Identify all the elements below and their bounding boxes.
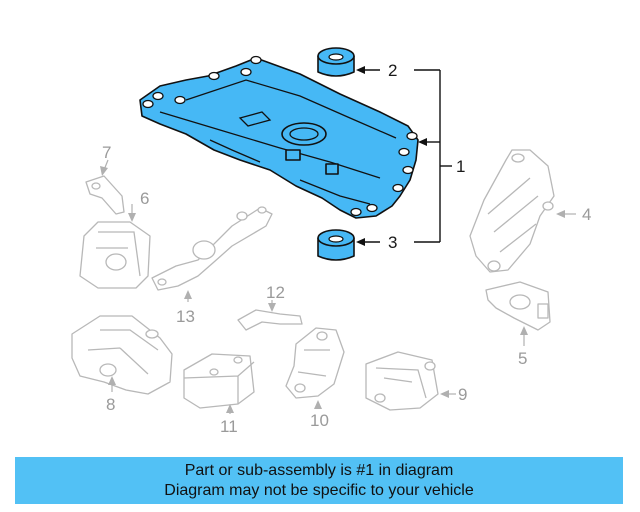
bushing-part-3[interactable] [317,229,355,261]
callout-9: 9 [458,385,467,404]
parts-diagram: 1 2 3 4 5 6 7 8 9 10 11 12 13 [71,47,591,436]
bracket-part-5[interactable] [485,281,551,346]
callout-4: 4 [582,205,591,224]
torque-arm-part-13[interactable] [151,206,273,302]
callout-7: 7 [102,143,111,162]
bracket-part-10[interactable] [285,327,345,409]
callout-6: 6 [140,189,149,208]
callout-1: 1 [456,157,465,176]
banner-line-1: Part or sub-assembly is #1 in diagram [184,461,454,479]
callout-8: 8 [106,395,115,414]
bushing-part-2[interactable] [317,47,355,77]
callout-10: 10 [310,411,329,430]
bracket-part-7[interactable] [85,159,125,215]
callout-11: 11 [220,417,238,436]
bracket-part-12[interactable] [237,300,303,331]
mount-part-4[interactable] [469,149,576,273]
callout-5: 5 [518,349,527,368]
callout-3: 3 [388,233,397,252]
callout-12: 12 [266,283,285,302]
mount-part-6[interactable] [79,204,151,289]
mount-part-9[interactable] [365,351,456,411]
mount-part-8[interactable] [71,315,173,395]
block-part-11[interactable] [183,353,255,414]
leader-lines-active [356,66,452,246]
callout-2: 2 [388,61,397,80]
banner-line-2: Diagram may not be specific to your vehi… [164,481,474,499]
subframe-part-1[interactable] [139,55,419,219]
callout-13: 13 [176,307,195,326]
info-banner: Part or sub-assembly is #1 in diagram Di… [15,457,623,504]
